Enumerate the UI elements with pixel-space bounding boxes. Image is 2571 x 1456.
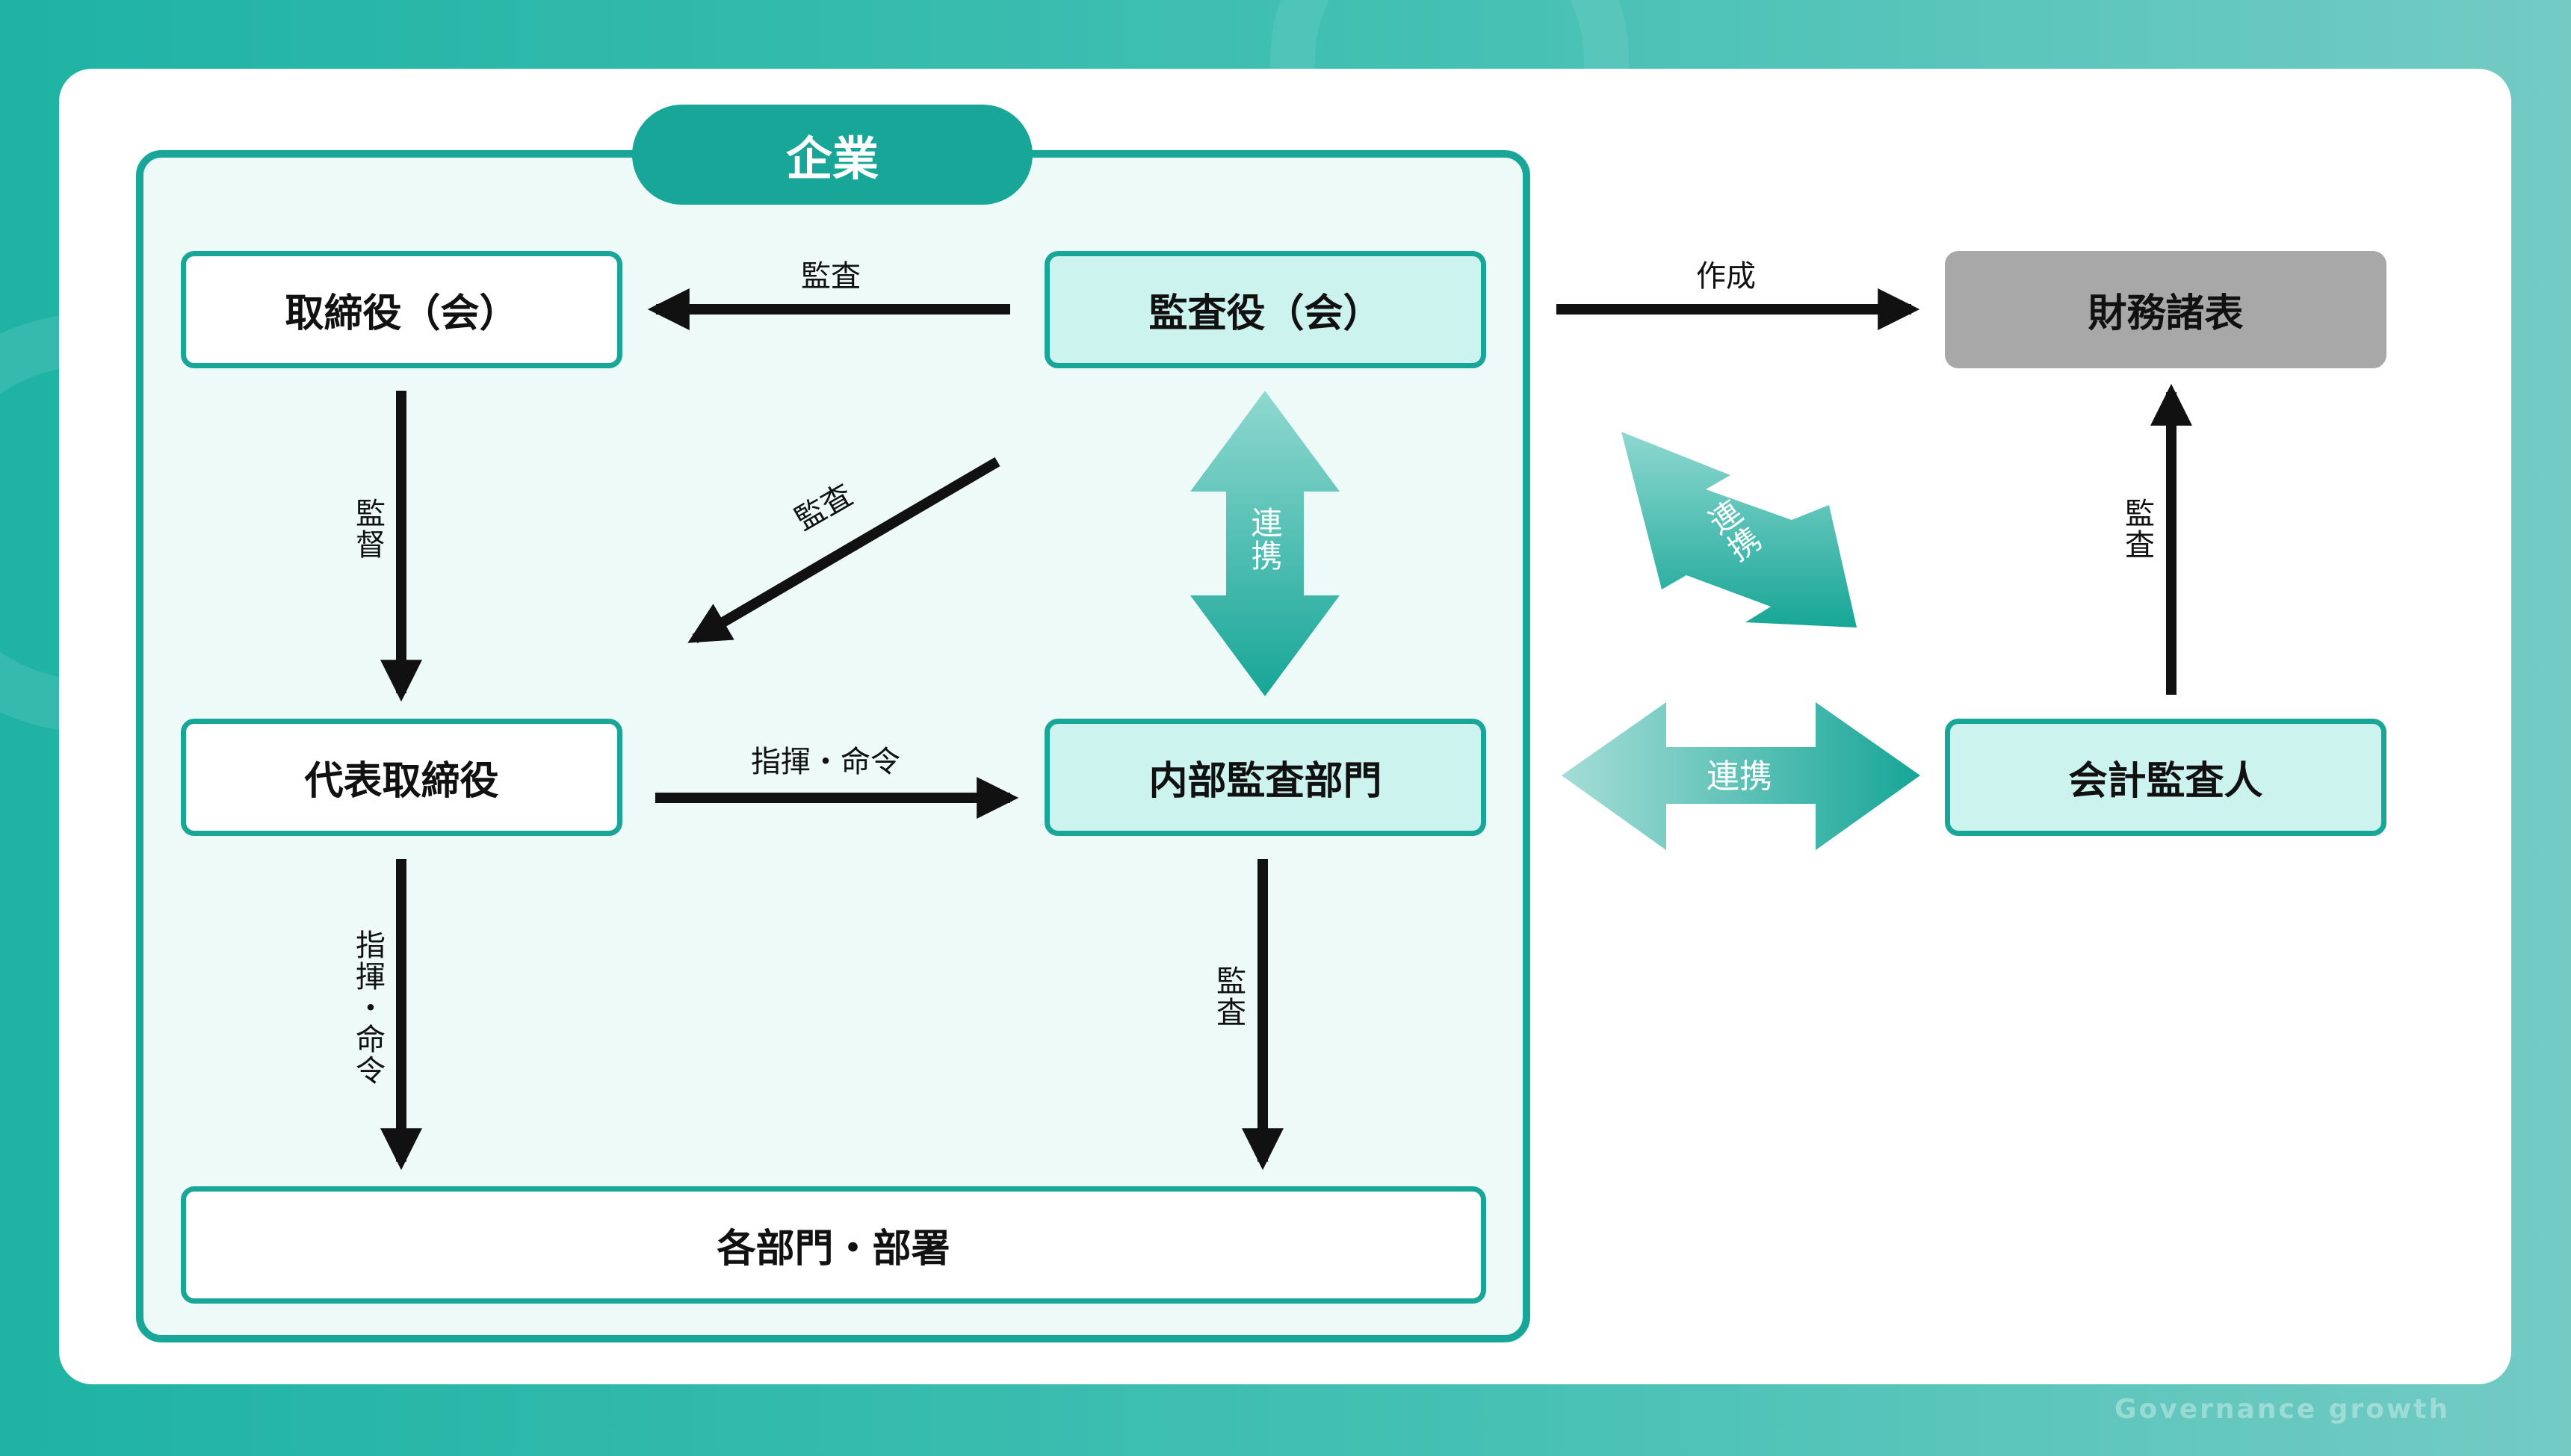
company-label: 企業	[632, 105, 1033, 205]
watermark: Governance growth	[2114, 1394, 2451, 1425]
internal-audit-box: 内部監査部門	[1045, 719, 1486, 836]
label-auditors-to-statements: 作成	[1696, 259, 1756, 294]
label-board-to-rep: 監督	[350, 498, 385, 560]
label-rep-to-departments: 指揮・命令	[350, 929, 385, 1086]
arrow-auditors-to-rep	[687, 456, 1000, 644]
label-auditors-to-board: 監査	[801, 259, 861, 294]
label-link-horizontal: 連携	[1707, 758, 1772, 796]
link-arrow-horizontal	[1562, 702, 1920, 850]
board-of-directors-box: 取締役（会）	[181, 251, 622, 368]
departments-box: 各部門・部署	[181, 1186, 1486, 1304]
label-internal-to-departments: 監査	[1211, 965, 1246, 1028]
link-arrow-vertical	[1190, 391, 1340, 696]
label-link-vertical: 連携	[1246, 506, 1283, 572]
accounting-auditor-box: 会計監査人	[1945, 719, 2386, 836]
representative-director-box: 代表取締役	[181, 719, 622, 836]
link-arrow-diagonal	[1621, 432, 1857, 628]
auditors-box: 監査役（会）	[1045, 251, 1486, 368]
label-accountant-to-statements: 監査	[2120, 498, 2154, 560]
label-rep-to-internal: 指揮・命令	[751, 745, 900, 779]
financial-statements-box: 財務諸表	[1945, 251, 2386, 368]
